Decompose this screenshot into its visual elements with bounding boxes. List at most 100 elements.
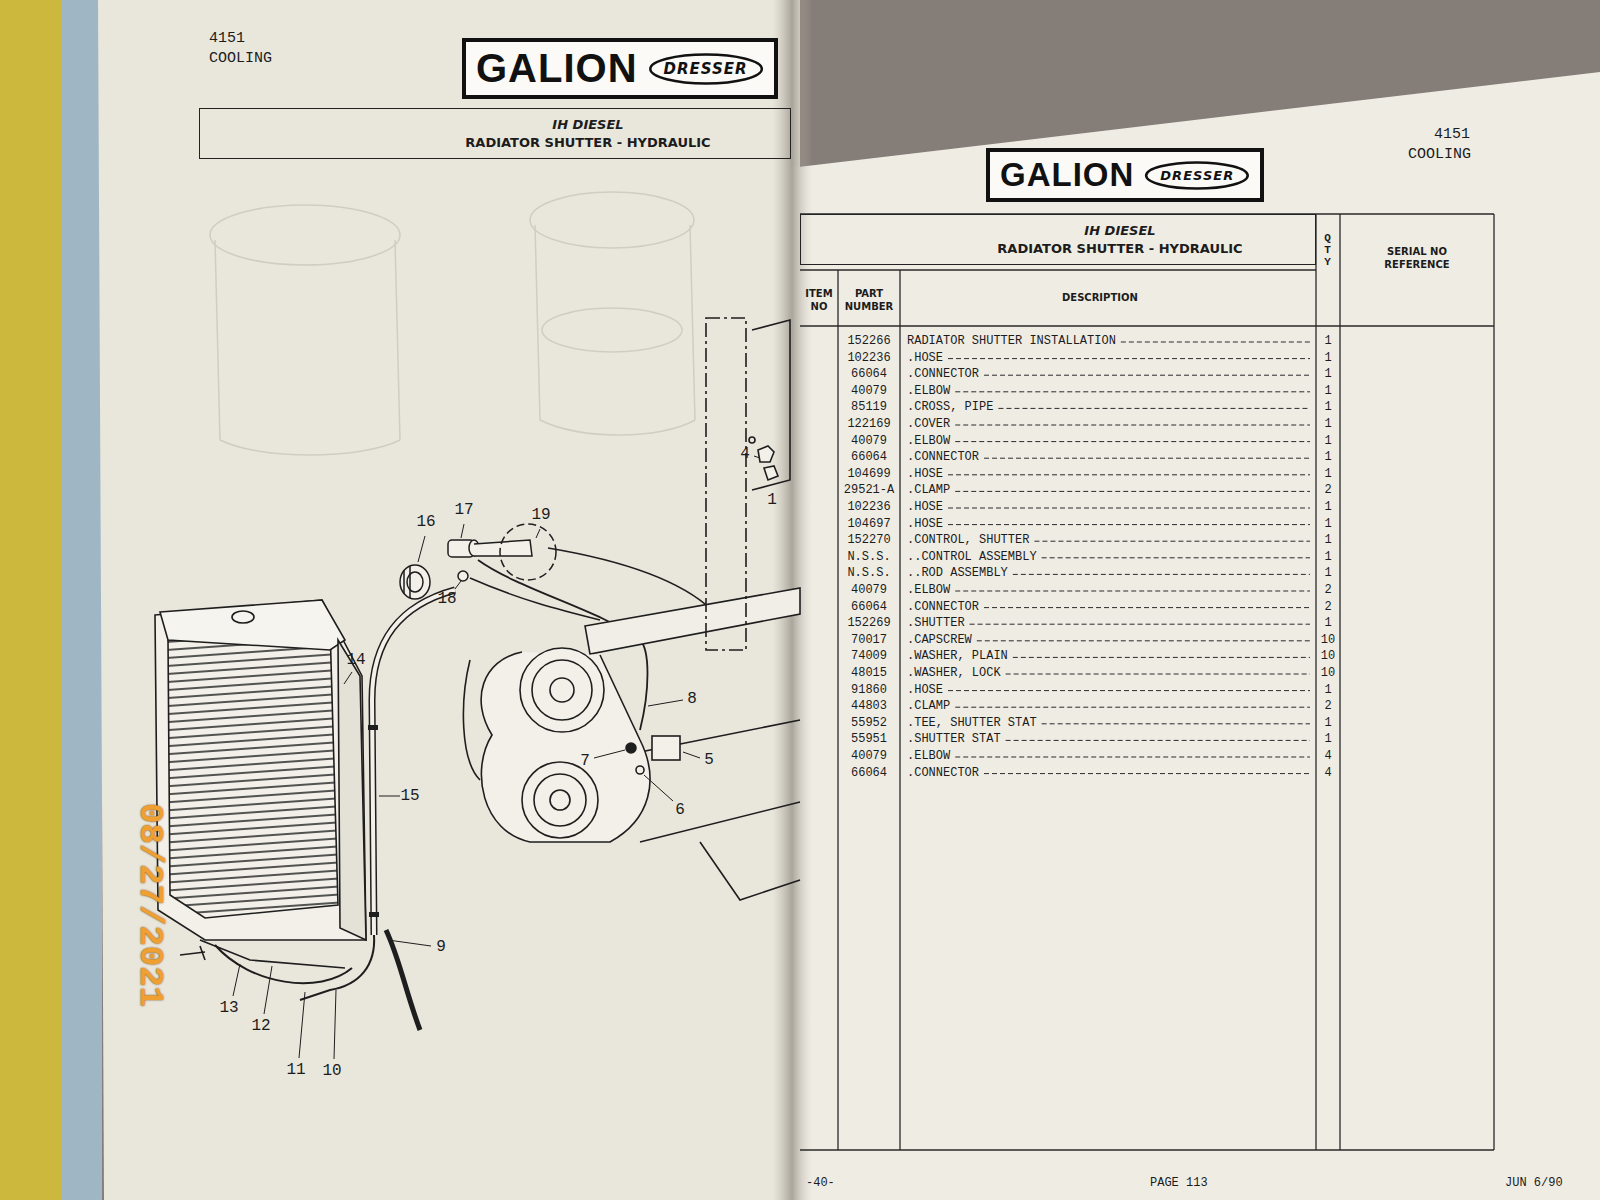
- part-number: 55951: [840, 732, 898, 746]
- part-description: .WASHER, PLAIN: [907, 649, 1008, 663]
- quantity: 1: [1317, 467, 1339, 481]
- table-rule: [800, 1149, 1494, 1150]
- part-number: 102236: [840, 500, 898, 514]
- blue-book-edge: [62, 0, 102, 1200]
- leader-dash: [1006, 674, 1310, 675]
- part-description: ..CONTROL ASSEMBLY: [907, 550, 1037, 564]
- callout-number: 17: [454, 501, 473, 519]
- leader-dash: [1013, 574, 1310, 575]
- fitting: [636, 766, 644, 774]
- part-number: 29521-A: [840, 483, 898, 497]
- table-rule: [1493, 214, 1494, 1150]
- leader-dash: [984, 458, 1310, 459]
- radiator-cap: [232, 611, 254, 623]
- leader-line: [233, 964, 240, 996]
- logo-box: GALIONDRESSER: [462, 38, 778, 99]
- hose-outline: [372, 590, 455, 935]
- callout-number: 11: [286, 1061, 305, 1079]
- callout-number: 13: [219, 999, 238, 1017]
- leader-dash: [948, 358, 1310, 359]
- part-number: 66064: [840, 600, 898, 614]
- part-number: 66064: [840, 766, 898, 780]
- quantity: 10: [1317, 666, 1339, 680]
- leader-dash: [948, 524, 1310, 525]
- part-number: N.S.S.: [840, 550, 898, 564]
- table-rule: [800, 325, 1494, 326]
- leader-dash: [1042, 723, 1310, 724]
- ghost-print: [210, 192, 695, 455]
- column-header: QTY: [1322, 232, 1333, 268]
- part-description: .HOSE: [907, 351, 943, 365]
- part-description: .HOSE: [907, 517, 943, 531]
- part-number: 152269: [840, 616, 898, 630]
- shutter-pipe: [474, 540, 532, 556]
- table-rule: [837, 270, 838, 1150]
- column-header: PART NUMBER: [840, 288, 898, 313]
- part-number: 74009: [840, 649, 898, 663]
- logo-text: GALION: [476, 46, 638, 91]
- title-text: IH DIESEL: [390, 116, 786, 134]
- leader-line: [334, 990, 336, 1059]
- quantity: 1: [1317, 550, 1339, 564]
- leader-dash: [955, 425, 1310, 426]
- fitting: [749, 437, 755, 443]
- oval-outline: [650, 54, 761, 83]
- engine-illustration: [463, 318, 800, 900]
- shutter-stat-illustration: [400, 524, 556, 599]
- part-number: 40079: [840, 583, 898, 597]
- part-description: .CONNECTOR: [907, 367, 979, 381]
- radiator-side-tank: [338, 640, 366, 940]
- part-description: .CONNECTOR: [907, 600, 979, 614]
- table-rule: [1339, 214, 1340, 1150]
- leader-line: [418, 536, 425, 562]
- part-description: .CONNECTOR: [907, 450, 979, 464]
- hose: [386, 930, 420, 1030]
- hose: [300, 935, 374, 1000]
- part-description: .CAPSCREW: [907, 633, 972, 647]
- callout-number: 19: [531, 506, 550, 524]
- leader-dash: [1034, 541, 1310, 542]
- leader-dash: [955, 757, 1310, 758]
- part-number: 40079: [840, 434, 898, 448]
- callout-number: 10: [322, 1062, 341, 1080]
- part-description: .SHUTTER STAT: [907, 732, 1001, 746]
- hose-clamp: [369, 912, 379, 917]
- leader-dash: [977, 640, 1310, 641]
- part-number: 102236: [840, 351, 898, 365]
- logo-box: GALIONDRESSER: [986, 148, 1264, 202]
- part-number: 152266: [840, 334, 898, 348]
- callout-number: 1: [767, 491, 777, 509]
- part-number: 55952: [840, 716, 898, 730]
- leader-dash: [970, 624, 1310, 625]
- part-number: 122169: [840, 417, 898, 431]
- quantity: 2: [1317, 583, 1339, 597]
- part-description: .ELBOW: [907, 583, 950, 597]
- part-description: .HOSE: [907, 467, 943, 481]
- fitting: [758, 446, 774, 462]
- leader-line: [388, 940, 431, 946]
- quantity: 4: [1317, 749, 1339, 763]
- book-pages: [98, 0, 1600, 1200]
- pulley: [534, 774, 586, 826]
- part-description: .ELBOW: [907, 384, 950, 398]
- leader-dash: [948, 690, 1310, 691]
- logo-text: GALION: [1000, 156, 1134, 194]
- callout-number: 7: [580, 752, 590, 770]
- part-number: 66064: [840, 450, 898, 464]
- quantity: 2: [1317, 699, 1339, 713]
- quantity: 2: [1317, 483, 1339, 497]
- part-number: 66064: [840, 367, 898, 381]
- pulley: [532, 660, 592, 720]
- part-description: .TEE, SHUTTER STAT: [907, 716, 1037, 730]
- leader-line: [379, 796, 400, 797]
- part-number: 40079: [840, 384, 898, 398]
- quantity: 1: [1317, 716, 1339, 730]
- column-header: DESCRIPTION: [1062, 292, 1138, 305]
- leader-line: [344, 672, 352, 684]
- part-description: .CLAMP: [907, 699, 950, 713]
- quantity: 1: [1317, 616, 1339, 630]
- table-rule: [1315, 214, 1316, 1150]
- title-box: IH DIESELRADIATOR SHUTTER - HYDRAULIC: [800, 214, 1316, 265]
- part-description: ..ROD ASSEMBLY: [907, 566, 1008, 580]
